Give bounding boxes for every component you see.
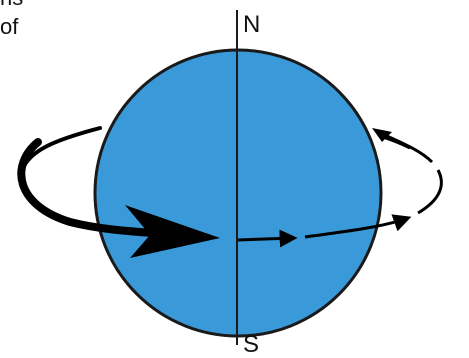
orbit-right-lower (418, 170, 441, 213)
orbit-front-segment-1 (238, 238, 294, 240)
orbit-right-top (380, 136, 410, 148)
north-pole-label: N (243, 11, 260, 38)
south-pole-label: S (243, 331, 259, 358)
